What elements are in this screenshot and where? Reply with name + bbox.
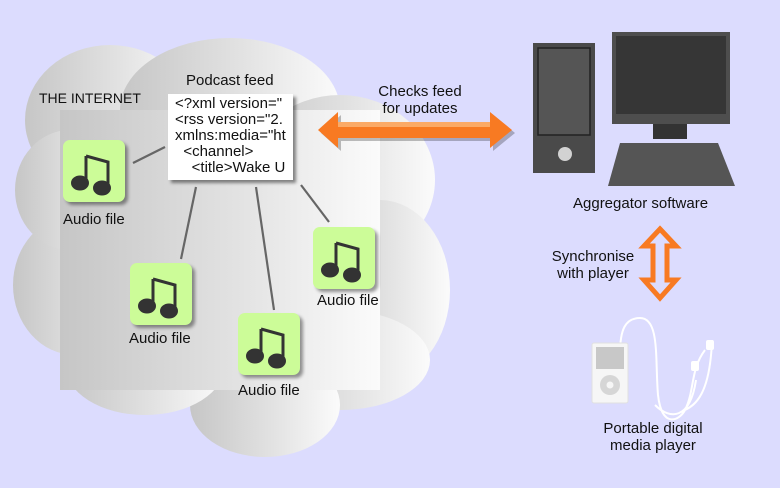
- feed-line: <rss version="2.: [175, 111, 283, 128]
- feed-check-label-line2: for updates: [382, 100, 458, 117]
- feed-check-label: Checks feed for updates: [360, 83, 480, 117]
- connector-line: [132, 146, 166, 164]
- audio-file-label: Audio file: [238, 382, 300, 399]
- connector-line: [254, 186, 276, 311]
- audio-file-label: Audio file: [317, 292, 379, 309]
- music-note-icon: [138, 277, 178, 319]
- audio-file-1: [63, 140, 125, 202]
- podcast-feed-box: <?xml version=" <rss version="2. xmlns:m…: [168, 94, 293, 180]
- audio-file-label: Audio file: [63, 211, 125, 228]
- music-note-icon: [246, 327, 286, 369]
- audio-file-2: [130, 263, 192, 325]
- connector-line: [179, 186, 198, 260]
- podcast-feed-title: Podcast feed: [186, 72, 274, 89]
- sync-label: Synchronise with player: [538, 248, 648, 282]
- sync-label-line2: with player: [557, 265, 629, 282]
- audio-file-label: Audio file: [129, 330, 191, 347]
- connector-lines: [132, 146, 330, 311]
- feed-line: <?xml version=": [175, 95, 283, 112]
- feed-line: <channel>: [175, 143, 254, 160]
- connector-line: [300, 184, 330, 223]
- portable-media-player-icon: [591, 316, 714, 421]
- sync-arrow: [638, 225, 682, 302]
- player-label-line1: Portable digital: [603, 420, 703, 437]
- sync-label-line1: Synchronise: [551, 248, 635, 265]
- desktop-computer-icon: [533, 32, 735, 186]
- feed-check-arrow: [318, 112, 515, 151]
- feed-line: xmlns:media="ht: [175, 127, 286, 144]
- audio-file-3: [238, 313, 300, 375]
- feed-line: <title>Wake U: [175, 159, 286, 176]
- player-label: Portable digital media player: [588, 420, 718, 454]
- audio-file-4: [313, 227, 375, 289]
- feed-check-label-line1: Checks feed: [378, 83, 462, 100]
- music-note-icon: [71, 154, 111, 196]
- music-note-icon: [321, 241, 361, 283]
- aggregator-label: Aggregator software: [573, 195, 709, 212]
- internet-label: THE INTERNET: [39, 90, 141, 106]
- player-label-line2: media player: [610, 437, 696, 454]
